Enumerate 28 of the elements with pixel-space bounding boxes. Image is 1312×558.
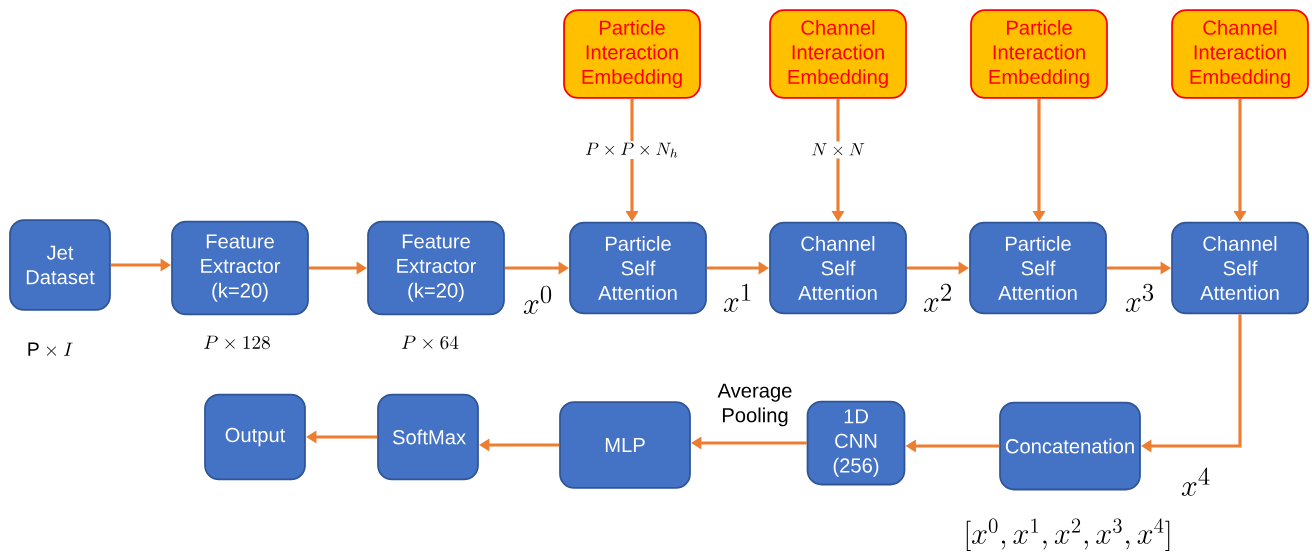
edge-label: $x^{3}$ [1125,283,1154,312]
embedding-box: Particle Interaction Embedding [970,9,1108,99]
embedding-box: Particle Interaction Embedding [563,9,701,99]
edge-label: $x^{2}$ [923,283,951,312]
process-box: MLP [559,401,691,489]
dimension-label: $P\times 128$ [204,335,270,350]
dimension-label: $\mathrm{P}\times I$ [28,342,73,356]
process-box: Particle Self Attention [569,221,707,315]
process-box: Channel Self Attention [1171,221,1309,315]
process-box: 1D CNN (256) [806,400,906,486]
edge-label: $N\times N$ [809,141,867,159]
embedding-box: Channel Interaction Embedding [769,9,907,99]
embedding-box: Channel Interaction Embedding [1171,9,1309,99]
edge-label: Average Pooling [717,383,792,427]
edge-label: $P\times P\times N_{h}$ [583,140,681,160]
edge-label: $x^{1}$ [723,283,751,312]
dimension-label: $[x^{0}, x^{1}, x^{2}, x^{3}, x^{4}]$ [966,518,1170,552]
edge-label: $x^{0}$ [523,285,552,314]
process-box: Concatenation [999,401,1141,491]
process-box: Feature Extractor (k=20) [171,220,309,316]
process-box: Feature Extractor (k=20) [367,220,505,316]
process-box: Output [204,393,306,481]
edge-label: $x^{4}$ [1181,467,1210,496]
process-box: Channel Self Attention [769,221,907,315]
process-box: Particle Self Attention [969,221,1107,315]
process-box: Jet Dataset [9,219,111,311]
dimension-label: $P\times 64$ [401,335,459,350]
process-box: SoftMax [377,393,479,481]
